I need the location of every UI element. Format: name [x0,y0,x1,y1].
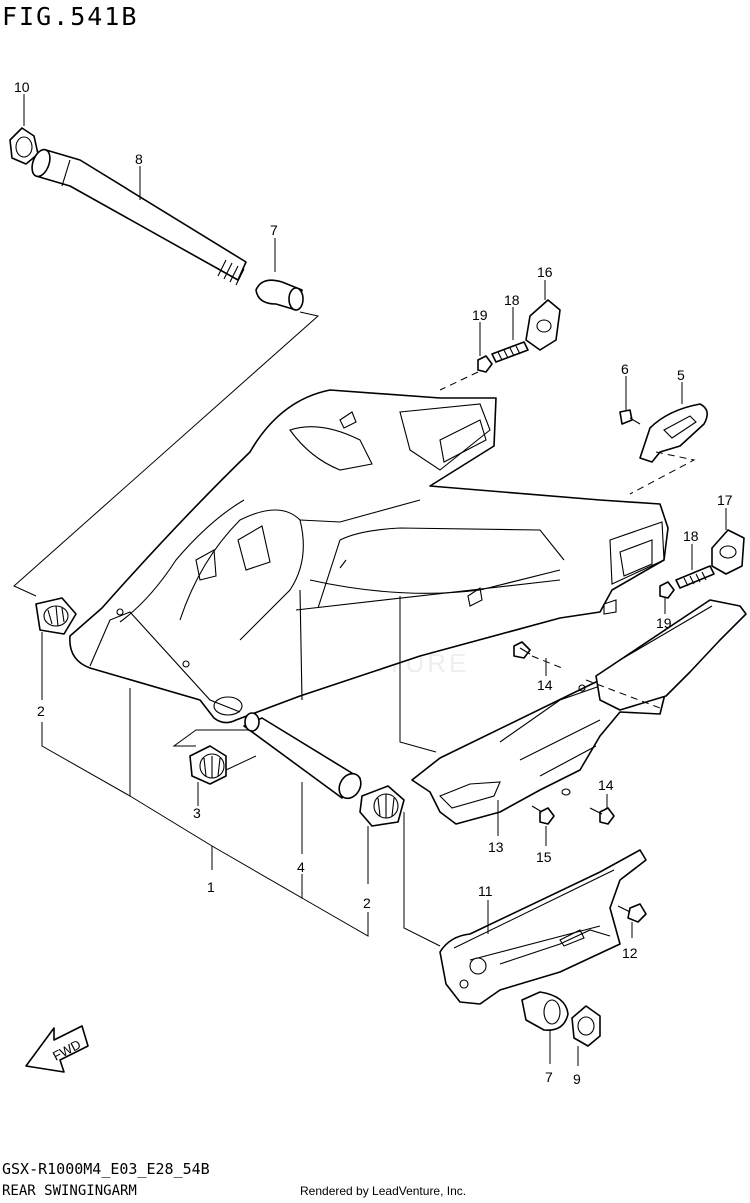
part-2-bearing-left[interactable] [35,597,77,635]
callout-14[interactable]: 14 [598,777,614,793]
part-4-spacer[interactable] [243,712,365,802]
callout-12[interactable]: 12 [622,945,638,961]
callout-7[interactable]: 7 [270,222,278,238]
callout-19[interactable]: 19 [472,307,488,323]
callout-18[interactable]: 18 [683,528,699,544]
forward-arrow: FWD [25,1025,89,1073]
model-code: GSX-R1000M4_E03_E28_54B [2,1160,210,1178]
part-18-adjuster-bolt-upper[interactable] [491,341,529,363]
part-chain-guide-upper[interactable] [595,599,747,711]
callout-labels: 10 8 7 16 18 19 6 5 17 18 19 2 14 3 14 1… [14,79,733,1087]
part-2-bearing-right[interactable] [359,785,405,827]
render-credit: Rendered by LeadVenture, Inc. [300,1184,467,1198]
part-19-nut-upper[interactable] [477,355,493,373]
callout-13[interactable]: 13 [488,839,504,855]
part-14-bolt-lower[interactable] [589,807,615,825]
part-12-bolt[interactable] [617,903,647,923]
swingarm-body[interactable] [69,389,669,724]
callout-2[interactable]: 2 [37,703,45,719]
reference-lines [23,94,727,1066]
callout-15[interactable]: 15 [536,849,552,865]
part-19-nut-lower[interactable] [659,581,675,599]
callout-14[interactable]: 14 [537,677,553,693]
callout-16[interactable]: 16 [537,264,553,280]
callout-4[interactable]: 4 [297,859,305,875]
figure-name: REAR SWINGINGARM [2,1183,137,1199]
callout-1[interactable]: 1 [207,879,215,895]
part-14-bolt-upper[interactable] [513,641,531,659]
part-5-chain-guide-plate[interactable] [639,403,708,463]
part-9-nut[interactable] [571,1005,601,1047]
part-16-adjuster-block-upper[interactable] [525,299,561,351]
part-3-bearing[interactable] [189,745,227,785]
callout-7[interactable]: 7 [545,1069,553,1085]
callout-3[interactable]: 3 [193,805,201,821]
part-18-adjuster-bolt-lower[interactable] [675,565,715,589]
callout-17[interactable]: 17 [717,492,733,508]
part-7-collar-upper[interactable] [255,279,304,311]
part-17-adjuster-block-lower[interactable] [711,529,745,575]
part-11-chain-slider[interactable] [439,849,647,1005]
callout-11[interactable]: 11 [478,883,493,899]
callout-18[interactable]: 18 [504,292,520,308]
callout-19[interactable]: 19 [656,615,672,631]
callout-10[interactable]: 10 [14,79,30,95]
callout-2[interactable]: 2 [363,895,371,911]
part-8-pivot-shaft[interactable] [29,147,247,286]
figure-title: FIG.541B [2,2,139,31]
callout-6[interactable]: 6 [621,361,629,377]
callout-5[interactable]: 5 [677,367,685,383]
callout-9[interactable]: 9 [573,1071,581,1087]
callout-8[interactable]: 8 [135,151,143,167]
part-6-bolt[interactable] [619,409,641,425]
part-7-collar-lower[interactable] [521,991,569,1031]
part-15-bolt[interactable] [531,805,555,825]
